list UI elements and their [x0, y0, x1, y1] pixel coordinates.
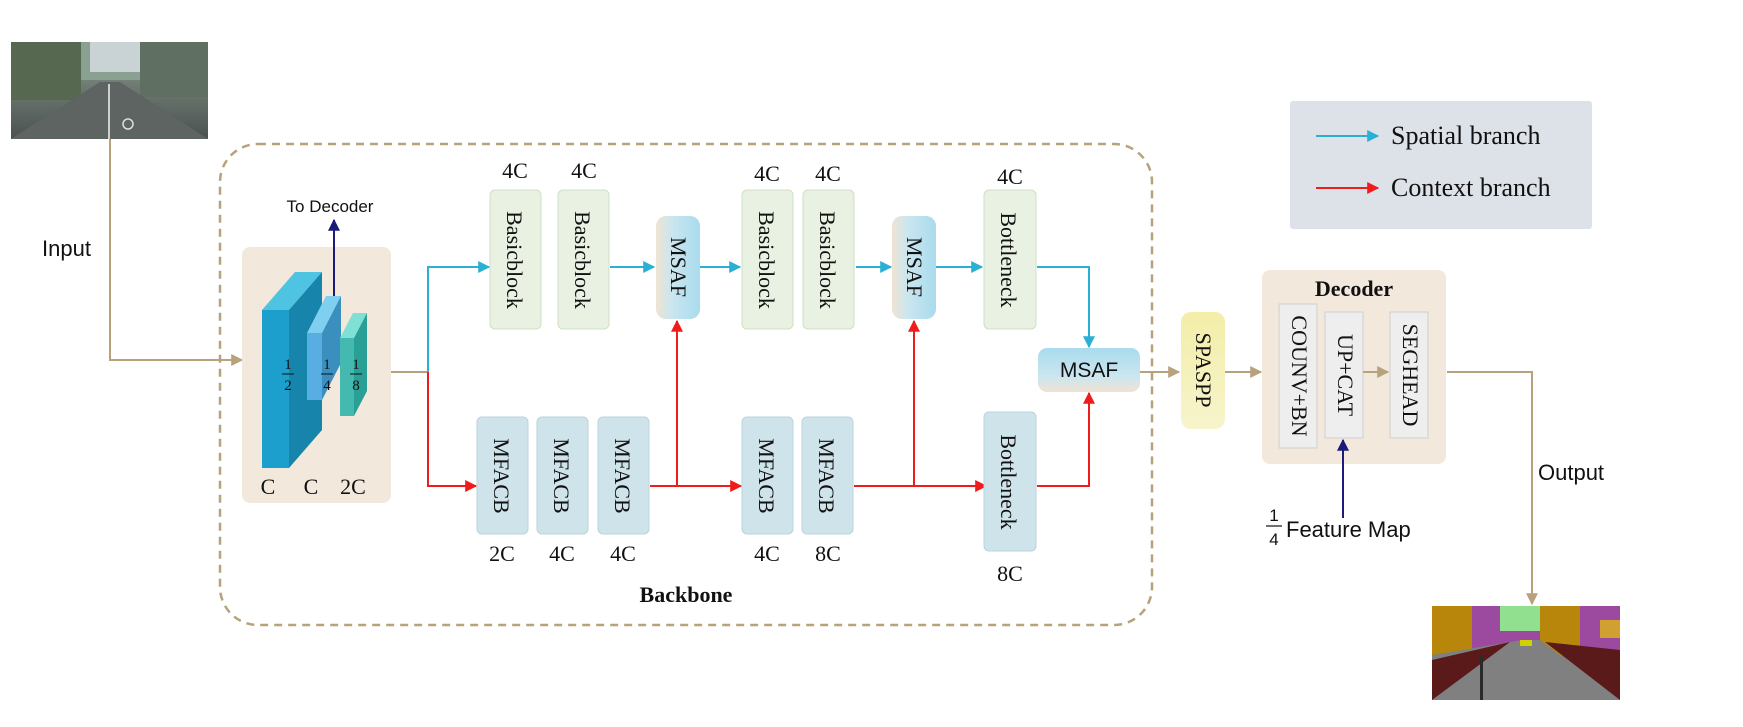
- stem-channel-c1: C: [261, 474, 276, 499]
- decoder-seghead: SEGHEAD: [1389, 311, 1429, 439]
- fusion-msaf-block: MSAF: [1038, 348, 1140, 392]
- spatial-basicblock-1: Basicblock: [489, 189, 542, 330]
- svg-text:Bottleneck: Bottleneck: [996, 434, 1021, 529]
- svg-text:UP+CAT: UP+CAT: [1333, 334, 1358, 417]
- spaspp-block: SPASPP: [1181, 312, 1225, 429]
- input-flow-arrow: [109, 139, 244, 366]
- svg-text:MSAF: MSAF: [1060, 359, 1118, 382]
- context-entry-arrow: [427, 372, 478, 492]
- spatial-basicblock-2: Basicblock: [557, 189, 610, 330]
- output-image: [1432, 606, 1620, 700]
- svg-text:SEGHEAD: SEGHEAD: [1398, 324, 1423, 427]
- input-image: [11, 42, 208, 139]
- svg-text:COUNV+BN: COUNV+BN: [1287, 315, 1312, 436]
- svg-text:1: 1: [323, 357, 331, 373]
- context-bottleneck: Bottleneck: [983, 411, 1037, 552]
- backbone-region: [218, 142, 1154, 627]
- svg-text:Basicblock: Basicblock: [754, 211, 779, 309]
- svg-text:Basicblock: Basicblock: [815, 211, 840, 309]
- svg-text:4: 4: [323, 378, 331, 394]
- context-mfacb-3: MFACB: [597, 416, 650, 535]
- context-mfacb-3-channels: 4C: [610, 541, 636, 566]
- spatial-basicblock-1-channels: 4C: [502, 158, 528, 183]
- decoder-up-cat: UP+CAT: [1324, 311, 1364, 439]
- context-mfacb-1-channels: 2C: [489, 541, 515, 566]
- context-mfacb-2-channels: 4C: [549, 541, 575, 566]
- context-to-fusion-arrow: [1037, 391, 1095, 487]
- context-mfacb-5-channels: 8C: [815, 541, 841, 566]
- context-mfacb-2: MFACB: [536, 416, 589, 535]
- spatial-entry-arrow: [427, 261, 491, 372]
- spatial-basicblock-4-channels: 4C: [815, 161, 841, 186]
- decoder-title: Decoder: [1315, 276, 1393, 301]
- svg-text:MFACB: MFACB: [754, 438, 779, 513]
- spatial-basicblock-3-channels: 4C: [754, 161, 780, 186]
- svg-text:Basicblock: Basicblock: [570, 211, 595, 309]
- input-label: Input: [42, 236, 91, 261]
- output-flow-arrow: [1447, 371, 1538, 606]
- svg-text:1: 1: [352, 357, 360, 373]
- spatial-basicblock-4: Basicblock: [802, 189, 855, 330]
- svg-text:MSAF: MSAF: [666, 237, 691, 297]
- spatial-bottleneck: Bottleneck: [983, 189, 1037, 330]
- svg-text:8: 8: [352, 378, 360, 394]
- stem-block: [242, 247, 391, 503]
- stem-channel-c2: C: [304, 474, 319, 499]
- to-decoder-label: To Decoder: [287, 197, 374, 216]
- context-mfacb-1: MFACB: [476, 416, 529, 535]
- feature-map-fraction: 1 4: [1266, 506, 1282, 549]
- stem-fraction-quarter: 1 4: [321, 357, 333, 394]
- svg-text:MFACB: MFACB: [489, 438, 514, 513]
- context-mfacb-5: MFACB: [801, 416, 854, 535]
- msaf-block-2: MSAF: [892, 216, 936, 319]
- svg-text:4: 4: [1269, 530, 1278, 549]
- context-mfacb-4: MFACB: [741, 416, 794, 535]
- svg-text:Basicblock: Basicblock: [502, 211, 527, 309]
- stem-fraction-eighth: 1 8: [350, 357, 362, 394]
- svg-text:1: 1: [1269, 506, 1278, 525]
- svg-text:Bottleneck: Bottleneck: [996, 212, 1021, 307]
- spatial-to-fusion-arrow: [1037, 266, 1095, 349]
- svg-text:SPASPP: SPASPP: [1191, 332, 1216, 407]
- svg-text:MFACB: MFACB: [610, 438, 635, 513]
- spatial-bottleneck-channels: 4C: [997, 164, 1023, 189]
- stem-fraction-half: 1 2: [282, 357, 294, 394]
- svg-text:MFACB: MFACB: [814, 438, 839, 513]
- stem-channel-2c: 2C: [340, 474, 366, 499]
- legend-spatial-label: Spatial branch: [1391, 121, 1540, 150]
- feature-map-label: Feature Map: [1286, 517, 1411, 542]
- decoder-conv-bn: COUNV+BN: [1278, 303, 1318, 449]
- backbone-label: Backbone: [640, 582, 733, 607]
- svg-text:2: 2: [284, 378, 292, 394]
- svg-text:1: 1: [284, 357, 292, 373]
- context-bottleneck-channels: 8C: [997, 561, 1023, 586]
- svg-text:MSAF: MSAF: [902, 237, 927, 297]
- svg-text:MFACB: MFACB: [549, 438, 574, 513]
- legend: Spatial branch Context branch: [1290, 101, 1592, 229]
- spatial-basicblock-3: Basicblock: [741, 189, 794, 330]
- spatial-basicblock-2-channels: 4C: [571, 158, 597, 183]
- output-label: Output: [1538, 460, 1604, 485]
- legend-context-label: Context branch: [1391, 173, 1551, 202]
- msaf-block-1: MSAF: [656, 216, 700, 319]
- context-mfacb-4-channels: 4C: [754, 541, 780, 566]
